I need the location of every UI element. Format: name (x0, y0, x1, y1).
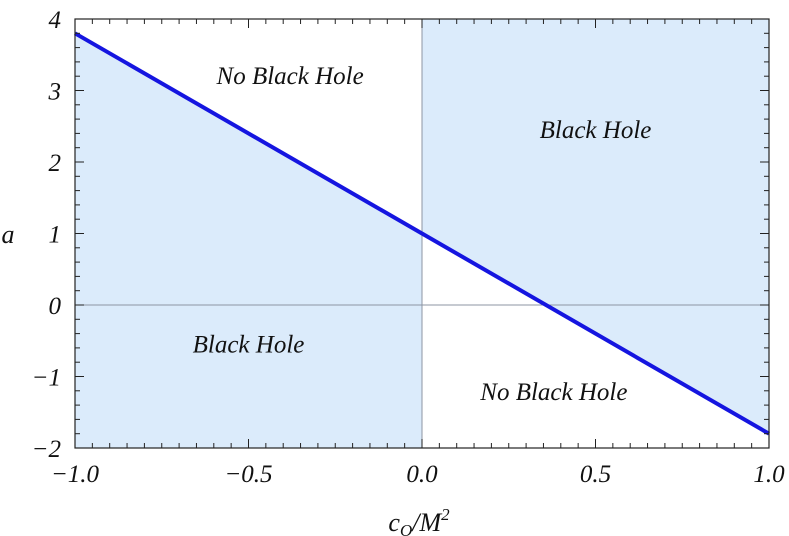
x-tick-label: −1.0 (51, 461, 100, 488)
x-tick-label: 0.0 (406, 461, 438, 488)
x-axis-label: cO/M2 (388, 505, 450, 536)
x-tick-label: 0.5 (580, 461, 611, 488)
shaded-region-2 (75, 33, 422, 449)
x-tick-label: −0.5 (224, 461, 272, 488)
x-tick-label: 1.0 (753, 461, 785, 488)
series-layer (74, 31, 770, 436)
region-label: No Black Hole (216, 63, 364, 90)
region-label: Black Hole (540, 117, 652, 144)
y-tick-label: 3 (48, 79, 62, 106)
y-tick-label: −2 (32, 436, 61, 463)
series-line (74, 31, 770, 436)
region-label: No Black Hole (479, 379, 627, 406)
shaded-regions (75, 19, 769, 449)
y-tick-label: −1 (32, 365, 61, 392)
y-tick-label: 0 (49, 293, 62, 320)
y-tick-label: 1 (49, 222, 62, 249)
tick-marks (74, 18, 770, 449)
y-tick-label: 4 (49, 7, 62, 34)
y-axis-label: a (2, 220, 15, 249)
tick-labels: −1.0 −0.5 0.0 0.5 1.0 −2 −1 0 1 2 3 4 (32, 7, 786, 488)
shaded-region-1 (422, 19, 769, 434)
y-tick-label: 2 (49, 150, 62, 177)
region-label: Black Hole (193, 331, 305, 358)
